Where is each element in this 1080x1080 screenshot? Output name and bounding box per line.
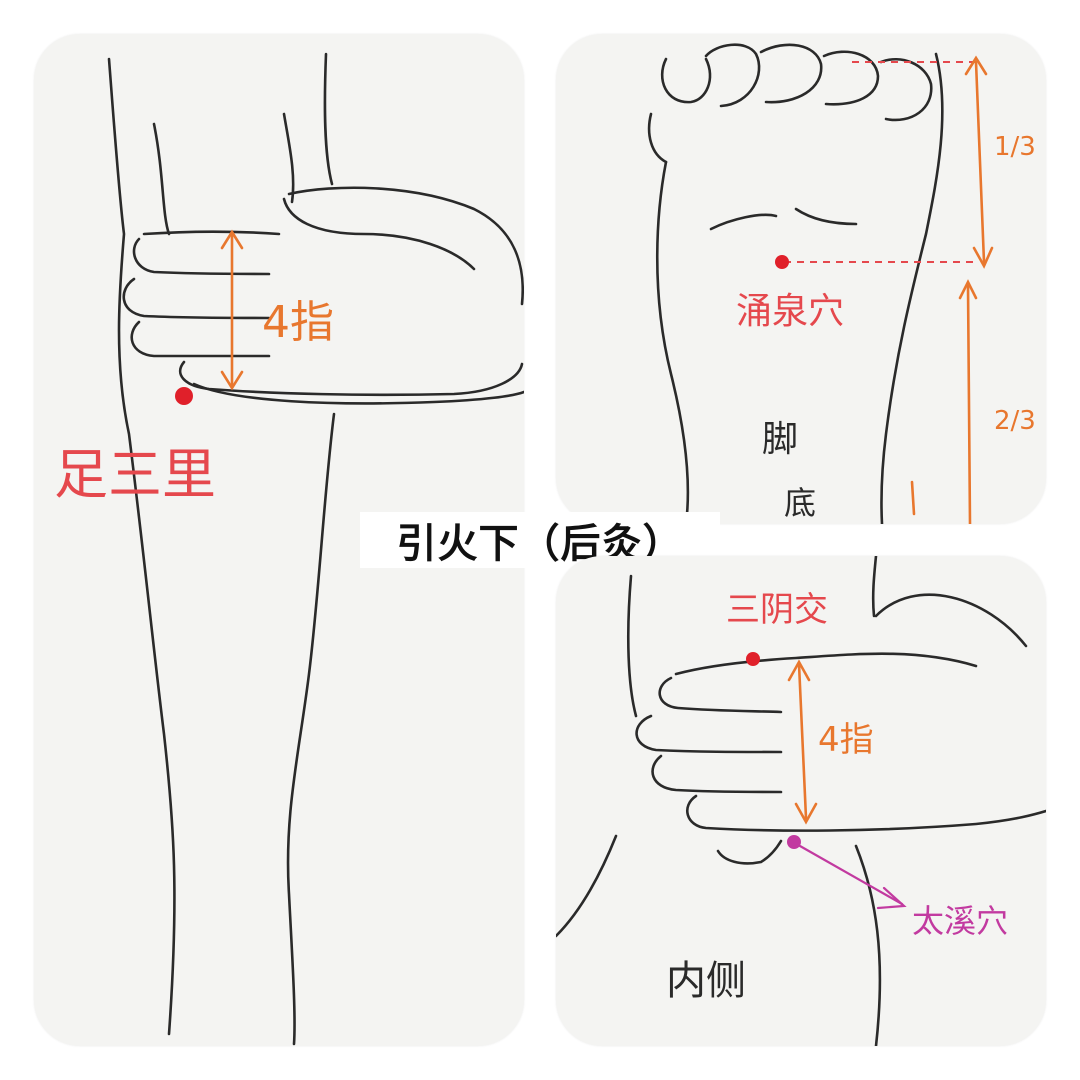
measure-label-leg: 4指 <box>262 297 334 348</box>
leg-drawing <box>107 52 524 1046</box>
sole-drawing <box>647 43 994 524</box>
side-label-inner: 内侧 <box>666 958 746 1004</box>
fraction-bottom: 2/3 <box>994 406 1036 436</box>
sole-panel: 1/3 2/3 涌泉穴 脚 底 <box>556 34 1046 524</box>
point-label-sanyinjiao: 三阴交 <box>726 590 828 630</box>
point-label-yongquan: 涌泉穴 <box>736 291 845 332</box>
point-label-zusanli: 足三里 <box>54 443 216 506</box>
fraction-top: 1/3 <box>994 132 1036 162</box>
measure-label-ankle: 4指 <box>818 720 874 760</box>
region-label-di: 底 <box>784 484 817 522</box>
ankle-panel: 三阴交 4指 太溪穴 内侧 <box>556 556 1046 1046</box>
region-label-jiao: 脚 <box>762 419 799 460</box>
point-label-taixi: 太溪穴 <box>912 902 1009 940</box>
ankle-drawing <box>556 556 1046 1046</box>
